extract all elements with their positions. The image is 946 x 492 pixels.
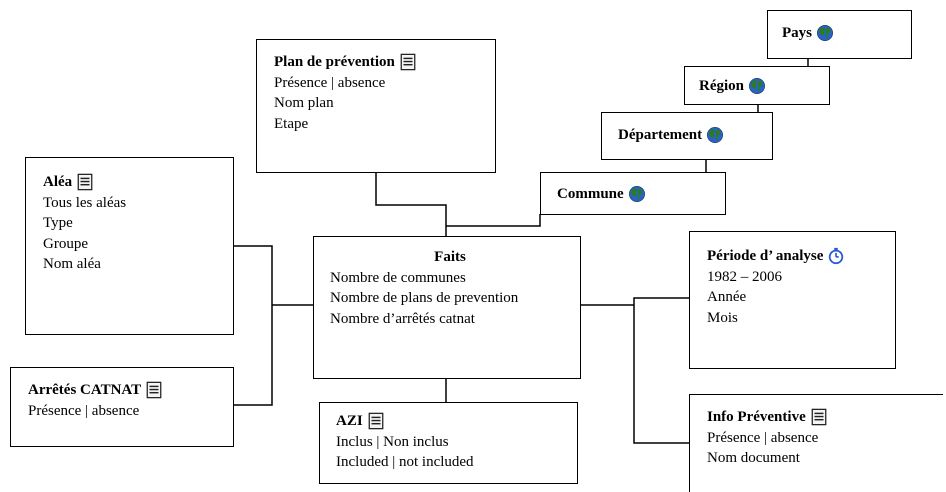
plan-prevention-title-row: Plan de prévention [274,52,485,73]
connector-periode-info [633,297,689,444]
faits-title-row: Faits [330,247,570,268]
azi-item: Inclus | Non inclus [336,433,449,450]
document-list-icon [146,381,162,399]
arretes-title: Arrêtés CATNAT [28,382,142,398]
connector-alea-arretes [233,245,273,406]
pays-title-row: Pays [782,23,897,44]
faits-item: Nombre de communes [330,269,466,286]
alea-item: Nom aléa [43,256,101,272]
region-title-row: Région [699,76,815,97]
departement-box: Département [601,112,773,160]
faits-title: Faits [434,249,466,265]
azi-item: Included | not included [336,454,474,470]
document-list-icon [368,412,384,430]
azi-box: AZI Inclus | Non inclus Included | not i… [319,402,578,484]
plan-item: Nom plan [274,95,334,111]
commune-box: Commune [540,172,726,215]
document-list-icon [811,408,827,426]
commune-title: Commune [557,186,624,202]
alea-title: Aléa [43,174,73,190]
faits-item: Nombre d’arrêtés catnat [330,310,475,327]
region-box: Région [684,66,830,105]
plan-prevention-title: Plan de prévention [274,54,395,70]
alea-item: Tous les aléas [43,194,127,211]
periode-analyse-box: Période d’ analyse 1982 – 2006 Année Moi… [689,231,896,369]
info-title: Info Préventive [707,409,806,425]
plan-prevention-box: Plan de prévention Présence | absence No… [256,39,496,173]
alea-item: Groupe [43,235,88,252]
departement-title-row: Département [618,125,756,146]
info-preventive-box: Info Préventive Présence | absence Nom d… [689,394,943,492]
periode-item: Mois [707,309,738,326]
periode-item: Année [707,289,747,305]
info-item: Nom document [707,450,800,466]
arretes-item: Présence | absence [28,402,140,419]
globe-icon [816,25,834,42]
connector-plan-faits [375,172,447,237]
connector-commune-faits [446,214,541,227]
alea-item: Type [43,215,73,231]
azi-title: AZI [336,413,363,429]
globe-icon [707,127,724,144]
pays-box: Pays [767,10,912,59]
periode-item: 1982 – 2006 [707,268,782,285]
alea-box: Aléa Tous les aléas Type Groupe Nom aléa [25,157,234,335]
plan-item: Etape [274,115,309,132]
faits-item: Nombre de plans de prevention [330,290,519,306]
azi-title-row: AZI [336,411,567,432]
document-list-icon [400,53,416,71]
arretes-catnat-box: Arrêtés CATNAT Présence | absence [10,367,234,447]
faits-box: Faits Nombre de communes Nombre de plans… [313,236,581,379]
globe-icon [748,78,766,95]
document-list-icon [77,173,93,191]
periode-title: Période d’ analyse [707,248,824,264]
pays-title: Pays [782,25,812,41]
periode-title-row: Période d’ analyse [707,246,885,267]
commune-title-row: Commune [557,184,709,205]
info-item: Présence | absence [707,429,819,446]
region-title: Région [699,78,744,94]
info-title-row: Info Préventive [707,407,933,428]
departement-title: Département [618,127,703,143]
globe-icon [628,186,645,203]
arretes-title-row: Arrêtés CATNAT [28,380,223,401]
plan-item: Présence | absence [274,74,386,91]
alea-title-row: Aléa [43,172,223,193]
stopwatch-icon [829,248,844,265]
